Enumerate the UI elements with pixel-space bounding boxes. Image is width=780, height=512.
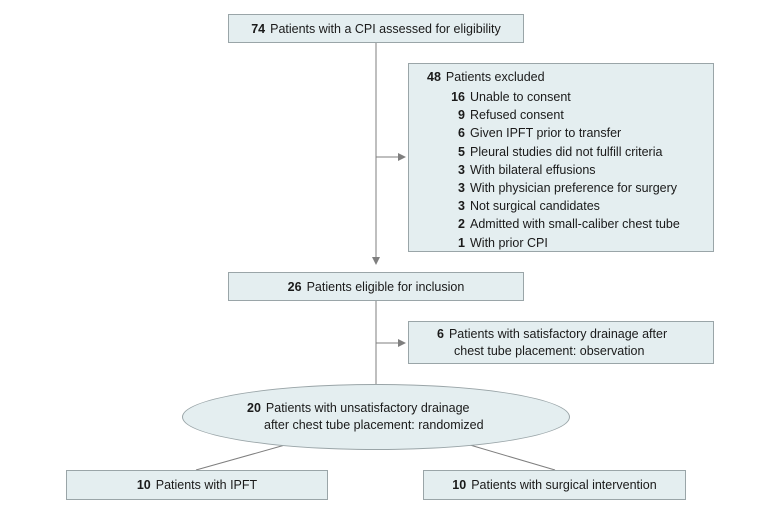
observation-text: 6 Patients with satisfactory drainage aft… [437,326,667,360]
reason-count: 3 [458,199,465,214]
exclusion-reason: 3 With bilateral effusions [447,161,680,179]
reason-count: 6 [458,126,465,141]
exclusion-reason: 5 Pleural studies did not fulfill criteri… [447,143,680,161]
exclusion-reason: 16 Unable to consent [447,88,680,106]
assessed-label: Patients with a CPI assessed for eligibi… [270,21,501,36]
reason-label: With bilateral effusions [470,162,596,177]
observation-box: 6 Patients with satisfactory drainage aft… [408,321,714,364]
eligible-count: 26 [287,279,302,294]
reason-label: Pleural studies did not fulfill criteria [470,144,663,159]
excluded-box: 48 Patients excluded 16 Unable to consent … [408,63,714,252]
observation-line2: chest tube placement: observation [454,344,645,358]
reason-label: With physician preference for surgery [470,180,678,195]
reason-label: With prior CPI [470,235,548,250]
observation-count: 6 [437,327,444,341]
ipft-count: 10 [136,478,151,492]
assessed-count: 74 [251,21,266,36]
reason-count: 16 [451,90,465,104]
excluded-label: Patients excluded [445,70,545,84]
ipft-box: 10 Patients with IPFT [66,470,328,500]
reason-label: Unable to consent [470,90,571,104]
randomized-count: 20 [247,401,261,415]
reason-count: 9 [458,108,465,123]
excluded-count: 48 [427,70,441,84]
assessed-box: 74 Patients with a CPI assessed for eligi… [228,14,524,43]
ipft-branch-line [195,444,286,471]
surgical-branch-line [469,444,556,471]
randomized-line1: Patients with unsatisfactory drainage [265,401,470,415]
randomized-line2: after chest tube placement: randomized [264,418,484,432]
reason-label: Admitted with small-caliber chest tube [470,217,680,232]
exclusion-reason: 3 With physician preference for surgery [447,179,680,197]
reason-label: Refused consent [470,108,564,123]
reason-count: 5 [458,144,465,159]
exclusion-reason: 1 With prior CPI [447,234,680,252]
eligible-box: 26 Patients eligible for inclusion [228,272,524,301]
excluded-heading: 48 Patients excluded [427,70,545,84]
exclusion-reason: 3 Not surgical candidates [447,197,680,215]
exclusion-reason: 2 Admitted with small-caliber chest tube [447,215,680,233]
reason-label: Not surgical candidates [470,199,600,214]
exclusion-reason-list: 16 Unable to consent 9 Refused consent 6 Gi… [447,88,680,252]
reason-count: 3 [458,180,465,195]
exclusion-reason: 9 Refused consent [447,106,680,124]
reason-label: Given IPFT prior to transfer [470,126,622,141]
surgical-label: Patients with surgical intervention [471,478,657,492]
exclusion-reason: 6 Given IPFT prior to transfer [447,124,680,142]
reason-count: 1 [458,235,465,250]
observation-line1: Patients with satisfactory drainage afte… [448,327,668,341]
ipft-label: Patients with IPFT [155,478,258,492]
surgical-count: 10 [452,478,467,492]
reason-count: 3 [458,162,465,177]
surgical-box: 10 Patients with surgical intervention [423,470,686,500]
reason-count: 2 [458,217,465,232]
eligible-label: Patients eligible for inclusion [306,279,465,294]
